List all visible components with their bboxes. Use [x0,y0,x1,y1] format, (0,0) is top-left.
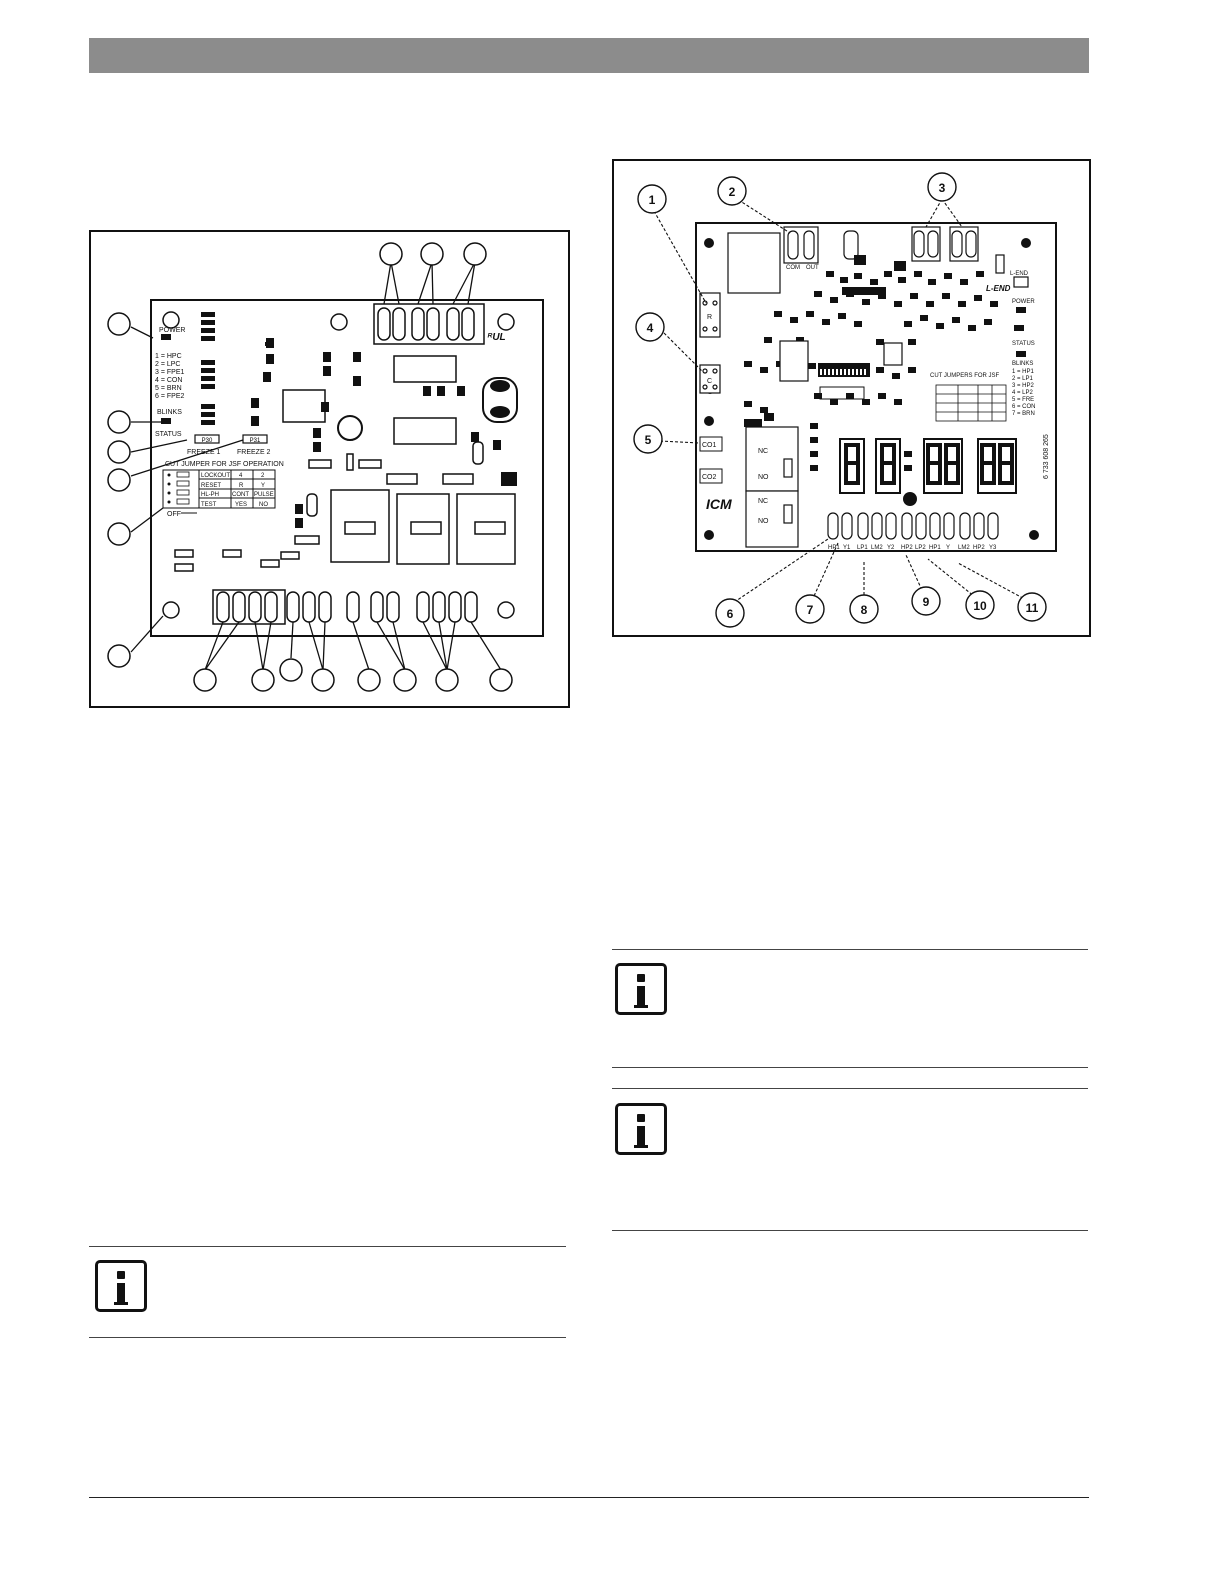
jumper-r2c2: R [239,483,244,489]
left-board-figure: P30 P31 POWER 1 = HPC 2 = LPC 3 = FPE1 4… [89,230,570,708]
fault-5: 5 = BRN [155,385,182,392]
note-2-top-rule [612,1088,1088,1089]
icm-logo: ICM [706,496,732,512]
status-label: STATUS [155,431,182,438]
jumper-r4c1: TEST [201,502,217,508]
note-3-bottom-rule [89,1337,566,1338]
freeze2-label: FREEZE 2 [237,449,271,456]
r-label: R [707,314,712,321]
jumper-r3c3: PULSE [254,492,274,498]
fault-r1: 1 = HP1 [1012,369,1035,375]
term-9: Y [946,545,950,551]
fault-4: 4 = CON [155,377,182,384]
callout-1: 1 [649,193,656,207]
fault-r6: 6 = CON [1012,404,1036,410]
fault-2: 2 = LPC [155,361,181,368]
lend-label: L-END [1010,271,1029,277]
callout-3: 3 [939,181,946,195]
callout-2: 2 [729,185,736,199]
fault-6: 6 = FPE2 [155,393,184,400]
term-8: HP1 [929,545,941,551]
fault-r3: 3 = HP2 [1012,383,1035,389]
page-footer-rule [89,1497,1089,1498]
term-1: HP1 [828,545,840,551]
power-label: POWER [159,327,185,334]
jumper-r1c3: 2 [261,473,265,479]
jumper-title: CUT JUMPER FOR JSF OPERATION [165,461,284,468]
callout-8: 8 [861,603,868,617]
term-11: HP2 [973,545,985,551]
term-2: Y1 [843,545,851,551]
jumper-r1c2: 4 [239,473,243,479]
jumper-r2c1: RESET [201,483,221,489]
jumper-r3c2: CONT [232,492,249,498]
fault-r4: 4 = LP2 [1012,390,1034,396]
callout-6: 6 [727,607,734,621]
fault-1: 1 = HPC [155,353,182,360]
co1-label: CO1 [702,442,717,449]
svg-text:L-END: L-END [986,284,1011,293]
callout-7: 7 [807,603,814,617]
jumper-r4c2: YES [235,502,247,508]
no-label-1: NO [758,474,769,481]
jumper-r1c1: LOCKOUT [201,473,230,479]
com-label: COM [786,265,800,271]
svg-text:ᴿUL: ᴿUL [487,332,506,343]
note-1-top-rule [612,949,1088,950]
co2-label: CO2 [702,474,717,481]
note-3-top-rule [89,1246,566,1247]
fault-r2: 2 = LP1 [1012,376,1034,382]
jumper-r3c1: HL-PH [201,492,219,498]
jumper-r2c3: Y [261,483,265,489]
part-number: 6 733 608 265 [1043,434,1050,479]
note-1-bottom-rule [612,1067,1088,1068]
jumper-r4c3: NO [259,502,268,508]
c-label: C [707,378,712,385]
term-6: HP2 [901,545,913,551]
info-icon [95,1260,147,1312]
note-2-bottom-rule [612,1230,1088,1231]
left-board-diagram: P30 P31 POWER 1 = HPC 2 = LPC 3 = FPE1 4… [107,242,544,692]
off-label: OFF [167,511,181,518]
jumper-title-right: CUT JUMPERS FOR JSF [930,373,1000,379]
term-7: LP2 [915,545,926,551]
p30-label: P30 [202,438,213,444]
power-label-right: POWER [1012,299,1035,305]
right-board-figure: R C CO1 CO2 COM OUT L-END POWER STATUS B… [612,159,1091,637]
nc-label-1: NC [758,448,768,455]
out-label: OUT [806,265,819,271]
info-icon [615,1103,667,1155]
page-header-bar [89,38,1089,73]
callout-5: 5 [645,433,652,447]
callout-11: 11 [1026,601,1039,615]
blinks-label-right: BLINKS [1012,361,1033,367]
blinks-label: BLINKS [157,409,182,416]
callout-10: 10 [973,599,987,613]
no-label-2: NO [758,518,769,525]
fault-r7: 7 = BRN [1012,411,1035,417]
status-label-right: STATUS [1012,341,1035,347]
term-12: Y3 [989,545,997,551]
right-board-diagram: R C CO1 CO2 COM OUT L-END POWER STATUS B… [633,172,1057,628]
fault-r5: 5 = FRE [1012,397,1034,403]
term-10: LM2 [958,545,970,551]
callout-4: 4 [647,321,654,335]
term-4: LM2 [871,545,883,551]
term-5: Y2 [887,545,895,551]
p31-label: P31 [250,438,261,444]
fault-3: 3 = FPE1 [155,369,184,376]
nc-label-2: NC [758,498,768,505]
callout-9: 9 [923,595,930,609]
term-3: LP1 [857,545,868,551]
info-icon [615,963,667,1015]
